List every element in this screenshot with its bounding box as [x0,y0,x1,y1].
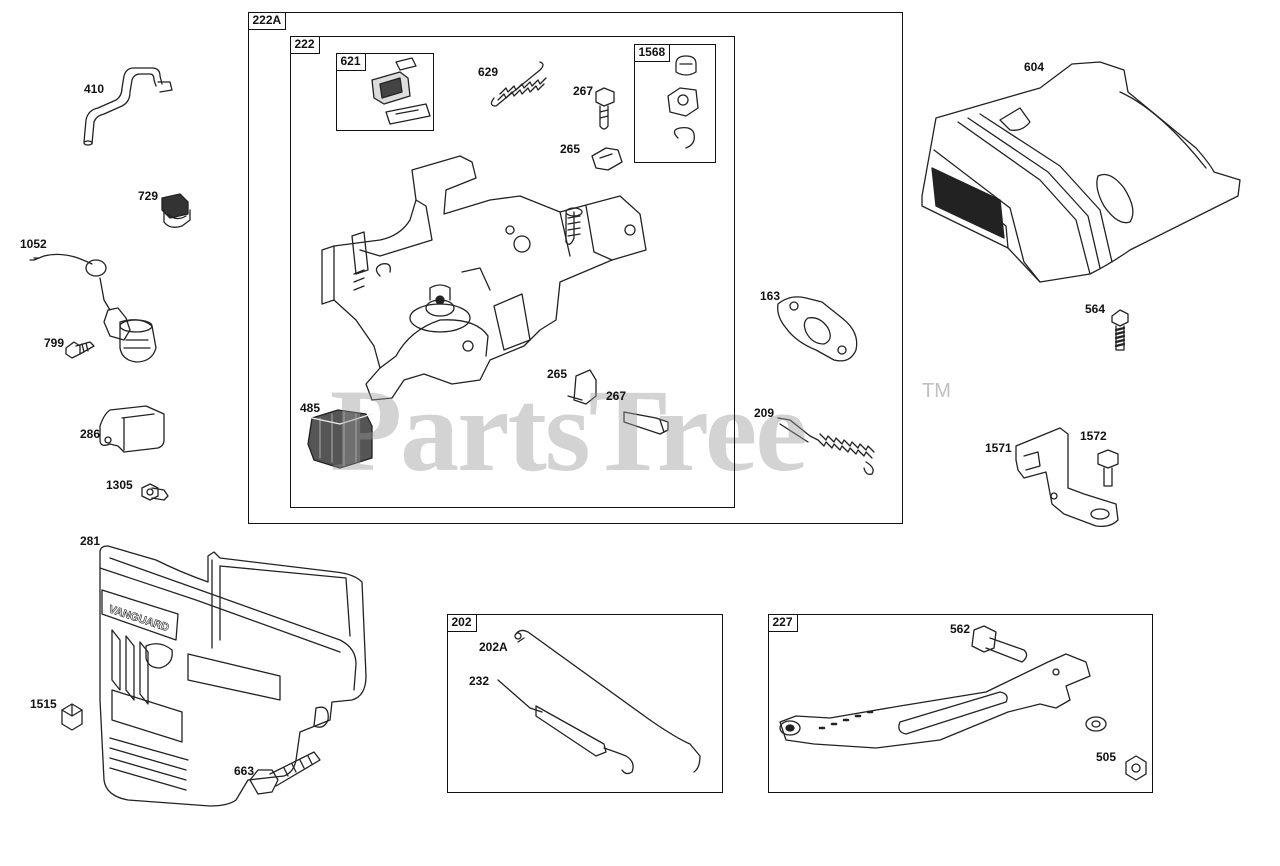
group-tag-222A: 222A [247,11,287,30]
fastener-set-1568[interactable] [667,55,699,149]
block-485-part[interactable] [307,409,373,469]
part-label-799[interactable]: 799 [44,336,65,350]
fuel-solenoid-part[interactable] [29,253,157,363]
part-label-209[interactable]: 209 [754,406,775,420]
governor-parts-621[interactable] [371,57,431,125]
part-label-163[interactable]: 163 [760,289,781,303]
part-label-505[interactable]: 505 [1096,750,1117,764]
gasket-163-part[interactable] [777,296,858,362]
part-label-485[interactable]: 485 [300,401,321,415]
group-tag-202: 202 [446,613,477,632]
bolt-564-part[interactable] [1111,309,1129,351]
part-label-202A[interactable]: 202A [479,640,508,654]
part-label-232[interactable]: 232 [469,674,490,688]
part-label-663[interactable]: 663 [234,764,255,778]
spring-209-part[interactable] [777,417,875,476]
control-lever-227-part[interactable] [779,653,1091,749]
part-label-286[interactable]: 286 [80,427,101,441]
group-box-222: 222 [289,35,735,508]
part-label-267-bottom[interactable]: 267 [606,389,627,403]
clip-265-bottom-part[interactable] [567,369,597,405]
group-tag-1568: 1568 [633,43,671,62]
bracket-286-part[interactable] [99,405,165,453]
screw-267-top-part[interactable] [595,87,615,130]
bracket-1571-part[interactable] [1015,427,1119,528]
part-label-1571[interactable]: 1571 [985,441,1012,455]
part-label-1052[interactable]: 1052 [20,237,47,251]
group-box-227: 227 [767,613,1153,793]
choke-link-part[interactable] [497,679,634,775]
part-label-1305[interactable]: 1305 [106,478,133,492]
screw-267-bottom-part[interactable] [623,411,669,435]
part-label-410[interactable]: 410 [84,82,105,96]
group-box-1568: 1568 [633,43,716,163]
spring-629-part[interactable] [490,61,547,107]
group-tag-227: 227 [767,613,798,632]
group-box-222A: 222A [247,11,903,524]
part-label-1515[interactable]: 1515 [30,697,57,711]
washer-part[interactable] [1085,716,1107,732]
bolt-1305-part[interactable] [141,483,169,501]
part-label-267-top[interactable]: 267 [573,84,594,98]
governor-link-rod-part[interactable] [514,629,701,773]
bolt-799-part[interactable] [65,341,95,359]
part-label-604[interactable]: 604 [1024,60,1045,74]
breather-tube-part[interactable] [83,67,173,146]
group-tag-222: 222 [289,35,320,54]
group-box-621: 621 [335,52,434,131]
part-label-265-bottom[interactable]: 265 [547,367,568,381]
trademark-symbol: TM [922,380,951,402]
part-label-265-top[interactable]: 265 [560,142,581,156]
part-label-629[interactable]: 629 [478,65,499,79]
part-label-564[interactable]: 564 [1085,302,1106,316]
group-box-202: 202 [446,613,723,793]
pin-562-part[interactable] [971,625,1028,663]
group-tag-621: 621 [335,52,366,71]
part-label-729[interactable]: 729 [138,189,159,203]
control-bracket-assembly[interactable] [321,155,647,401]
part-label-1572[interactable]: 1572 [1080,429,1107,443]
clip-part[interactable] [161,193,191,228]
blower-housing-part[interactable]: VANGUARD [99,545,367,807]
bolt-663-part[interactable] [249,751,321,795]
part-label-562[interactable]: 562 [950,622,971,636]
nut-1515-part[interactable] [61,703,83,731]
cover-604-part[interactable] [921,61,1241,283]
clip-265-top-part[interactable] [591,147,623,171]
part-label-281[interactable]: 281 [80,534,101,548]
nut-505-part[interactable] [1125,755,1147,781]
bolt-1572-part[interactable] [1097,449,1119,487]
